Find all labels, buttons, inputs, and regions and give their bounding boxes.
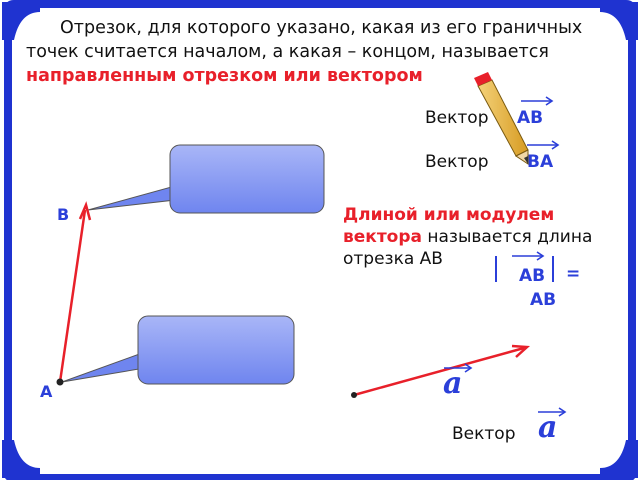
vector-ba-name: ВА bbox=[527, 152, 554, 172]
point-a-label: А bbox=[40, 382, 53, 401]
vector-a-label: Вектор bbox=[452, 424, 516, 444]
bubble-end-text: Конец вектора bbox=[174, 157, 322, 177]
vector-a-symbol: a bbox=[443, 366, 463, 401]
vector-a-name: a bbox=[538, 410, 558, 445]
length-rest: называется длина отрезка АВ bbox=[343, 227, 593, 269]
length-highlight: Длиной или модулем вектора bbox=[343, 205, 555, 247]
vector-ba-label: Вектор bbox=[425, 152, 489, 172]
intro-text: Отрезок, для которого указано, какая из … bbox=[26, 18, 583, 62]
bubble-start-text: Начало вектора bbox=[176, 327, 256, 367]
vector-ab-name: АВ bbox=[517, 108, 544, 128]
intro-paragraph: Отрезок, для которого указано, какая из … bbox=[26, 16, 606, 88]
vector-ab-label: Вектор bbox=[425, 108, 489, 128]
point-b-label: В bbox=[57, 205, 70, 224]
length-definition: Длиной или модулем вектора называется дл… bbox=[343, 204, 623, 270]
intro-highlight: направленным отрезком или вектором bbox=[26, 66, 423, 86]
formula-segment-ab: АВ bbox=[530, 290, 557, 310]
formula-equals: = bbox=[566, 264, 581, 284]
formula-vector-ab: АВ bbox=[519, 266, 546, 286]
